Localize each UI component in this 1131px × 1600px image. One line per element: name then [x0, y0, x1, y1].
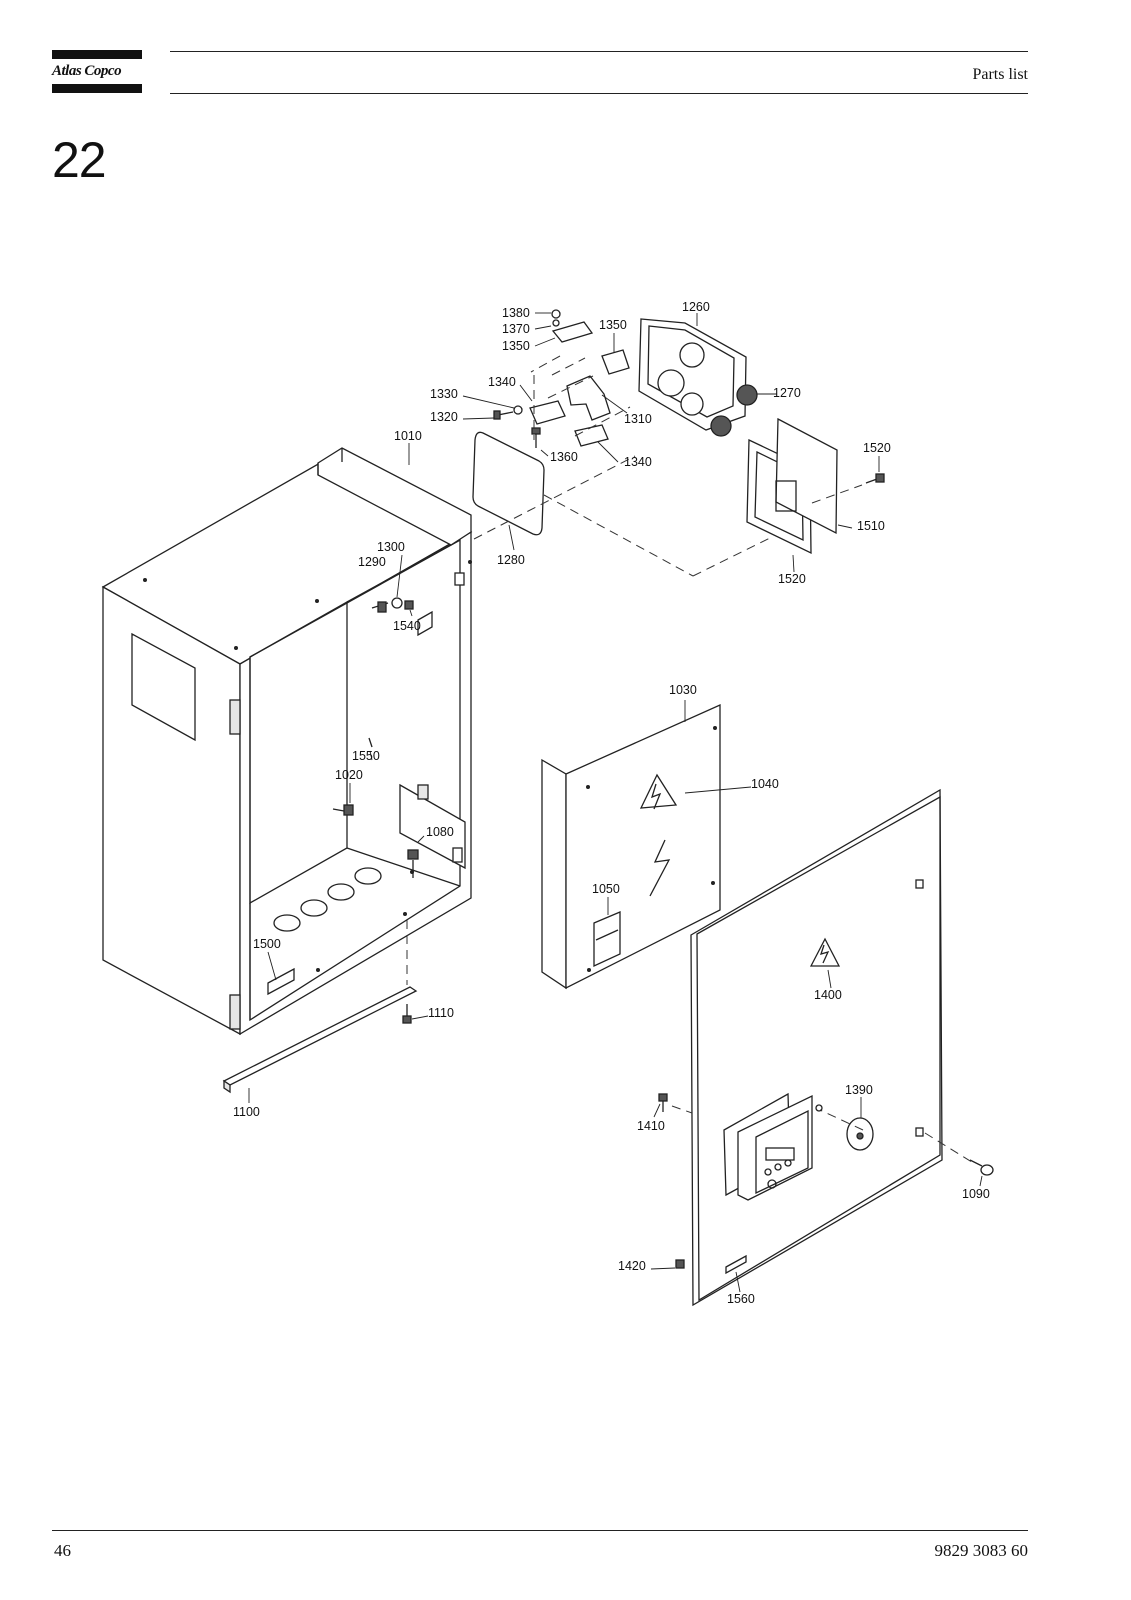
- label-1090: 1090: [962, 1187, 990, 1201]
- label-1040: 1040: [751, 777, 779, 791]
- front-door: [658, 788, 994, 1307]
- label-1540: 1540: [393, 619, 421, 633]
- label-1550: 1550: [352, 749, 380, 763]
- label-1410: 1410: [637, 1119, 665, 1133]
- leader-lines: [248, 312, 983, 1293]
- label-1340b: 1340: [624, 455, 652, 469]
- label-1280: 1280: [497, 553, 525, 567]
- cover-1510-1520: [746, 417, 885, 555]
- label-1320: 1320: [430, 410, 458, 424]
- label-1370: 1370: [502, 322, 530, 336]
- label-1420: 1420: [618, 1259, 646, 1273]
- header-rule-top: [170, 51, 1028, 52]
- screws: [332, 597, 433, 878]
- label-1380: 1380: [502, 306, 530, 320]
- logo-wordmark: Atlas Copco: [52, 63, 122, 79]
- logo-bar-bottom: [52, 84, 142, 93]
- label-1360: 1360: [550, 450, 578, 464]
- label-1340: 1340: [488, 375, 516, 389]
- label-1560: 1560: [727, 1292, 755, 1306]
- inner-panel-1030: [541, 703, 721, 990]
- label-1290: 1290: [358, 555, 386, 569]
- bottom-rail: [222, 920, 418, 1094]
- label-1390: 1390: [845, 1083, 873, 1097]
- label-1530: 1520: [863, 441, 891, 455]
- label-1350: 1350: [502, 339, 530, 353]
- part-labels: 1380 1370 1350 1350 1260 1270 1340 1330 …: [233, 300, 990, 1306]
- gasket-1280: [472, 431, 545, 536]
- gland-box: [638, 318, 758, 437]
- header-rule-bottom: [170, 93, 1028, 94]
- logo-bar-top: [52, 50, 142, 59]
- label-1510: 1510: [857, 519, 885, 533]
- cable-clamps: [493, 309, 630, 448]
- label-1520: 1520: [778, 572, 806, 586]
- label-1010: 1010: [394, 429, 422, 443]
- label-1400: 1400: [814, 988, 842, 1002]
- label-1050: 1050: [592, 882, 620, 896]
- page-title: Parts list: [972, 66, 1028, 83]
- label-1110: 1110: [428, 1006, 454, 1020]
- label-1500: 1500: [253, 937, 281, 951]
- label-1080: 1080: [426, 825, 454, 839]
- label-1260: 1260: [682, 300, 710, 314]
- label-1300: 1300: [377, 540, 405, 554]
- document-number: 9829 3083 60: [934, 1541, 1029, 1560]
- label-1350b: 1350: [599, 318, 627, 332]
- atlas-copco-logo: Atlas Copco: [52, 50, 142, 94]
- section-number: 22: [52, 132, 107, 188]
- assembly-dash-lines: [473, 355, 863, 577]
- page-number: 46: [54, 1541, 71, 1560]
- label-1030: 1030: [669, 683, 697, 697]
- label-1270: 1270: [773, 386, 801, 400]
- label-1020: 1020: [335, 768, 363, 782]
- cabinet-body: [101, 447, 473, 1036]
- label-1330: 1330: [430, 387, 458, 401]
- label-1310: 1310: [624, 412, 652, 426]
- label-1100: 1100: [233, 1105, 260, 1119]
- footer-rule: [52, 1530, 1028, 1531]
